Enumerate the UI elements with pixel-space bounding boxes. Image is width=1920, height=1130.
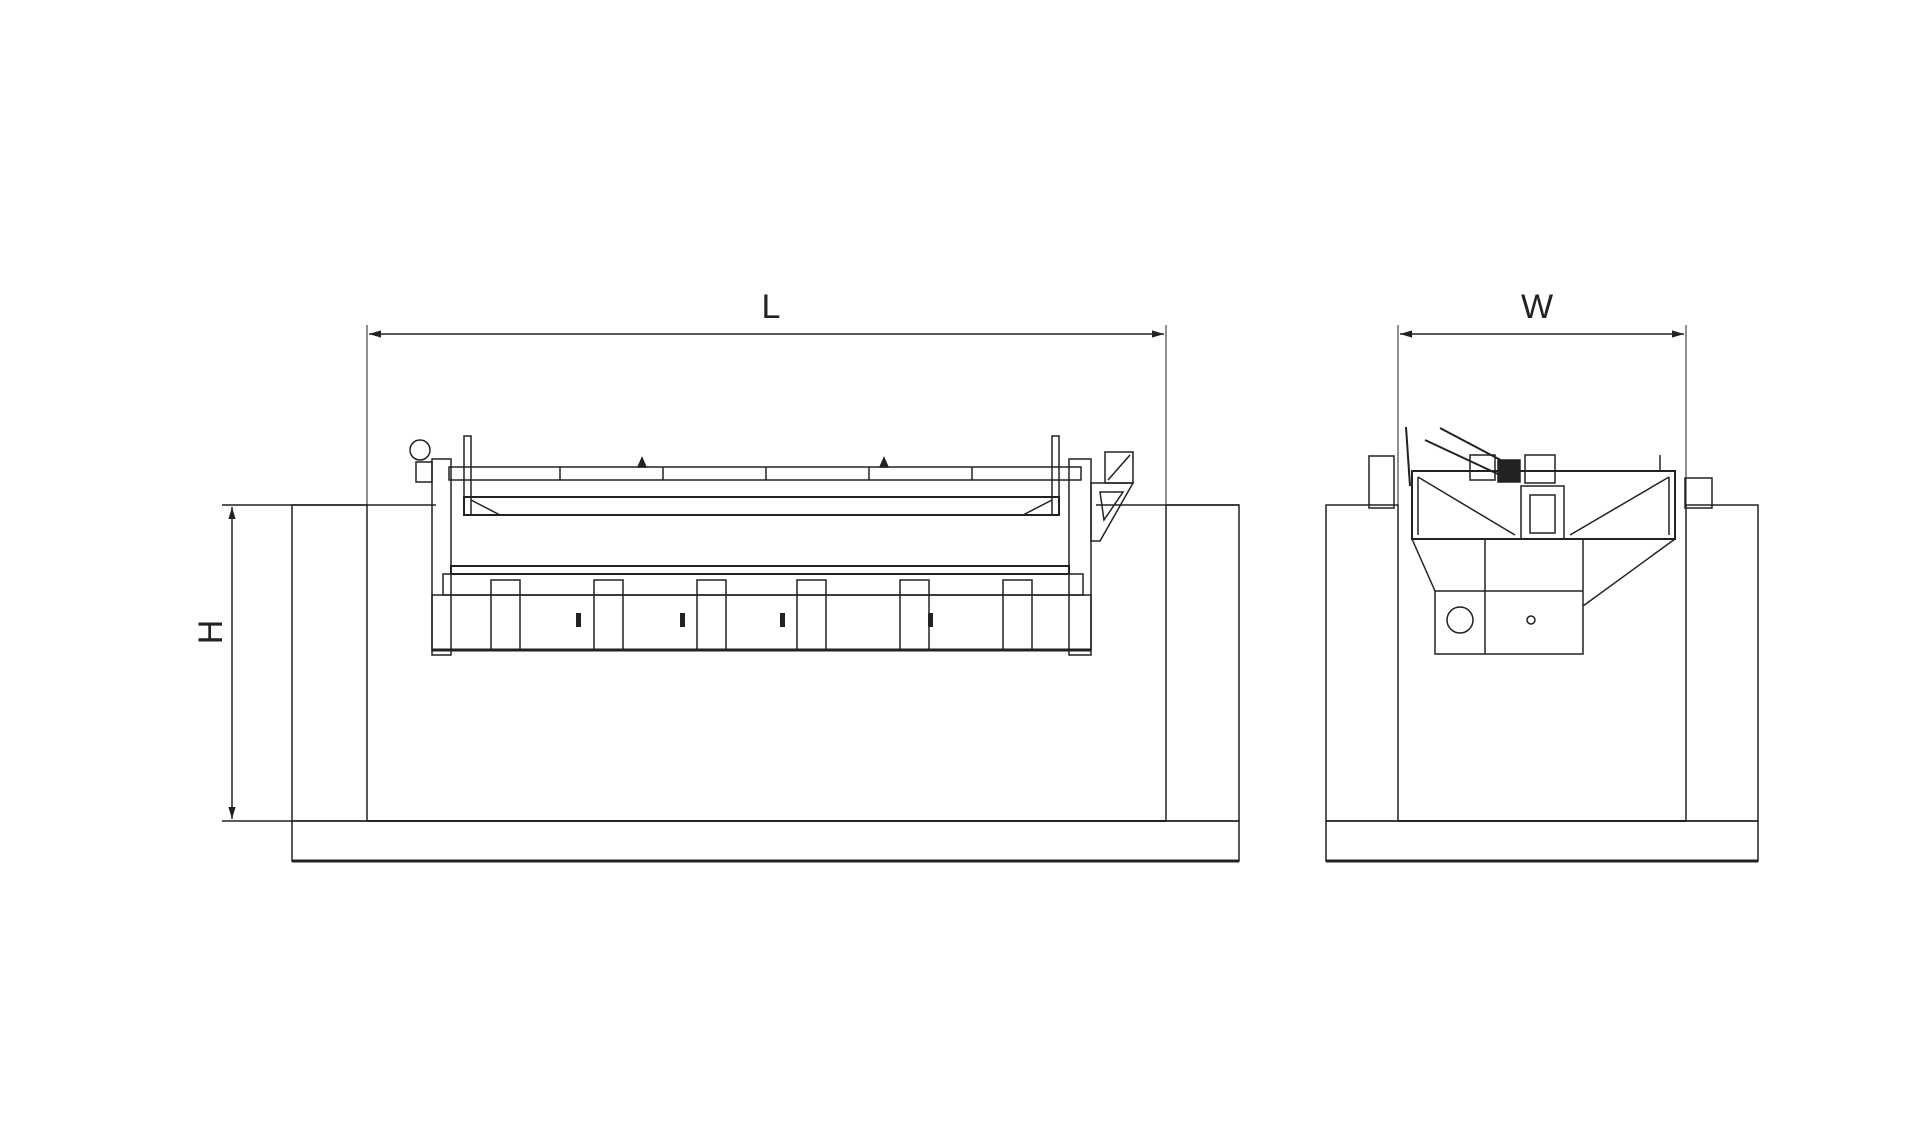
width-label: W bbox=[1521, 288, 1553, 326]
dimension-width: W bbox=[1397, 288, 1687, 505]
pressure-gauge-icon bbox=[409, 439, 431, 461]
dimension-height: H bbox=[192, 507, 236, 819]
height-label: H bbox=[192, 620, 230, 645]
right-pit-brickwork bbox=[1325, 504, 1759, 863]
machine-front-view bbox=[409, 435, 1135, 656]
machine-side-view bbox=[1368, 426, 1713, 655]
ground-lines bbox=[222, 504, 1239, 822]
dimension-length: L bbox=[366, 288, 1167, 505]
length-label: L bbox=[762, 288, 781, 326]
partitions bbox=[490, 579, 1033, 651]
left-pit-brickwork bbox=[291, 504, 1240, 863]
